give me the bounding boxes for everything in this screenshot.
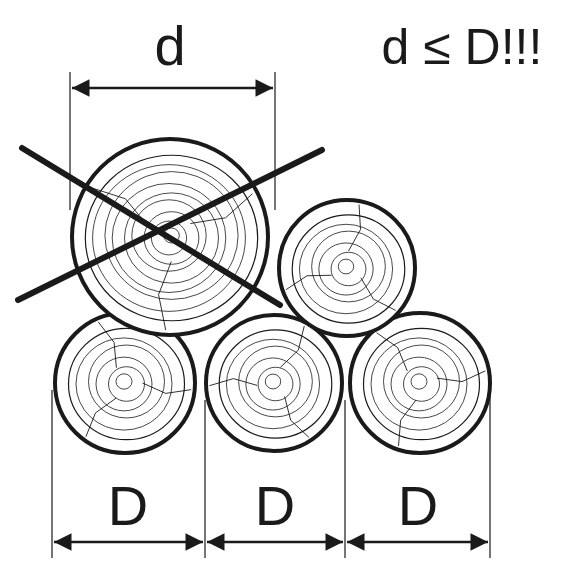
dimension-label: D bbox=[398, 478, 438, 534]
log-end bbox=[350, 313, 490, 453]
dimension-label: d bbox=[154, 18, 185, 74]
log-end bbox=[206, 315, 342, 451]
dimension-label: D bbox=[108, 478, 148, 534]
dimension-label: D bbox=[255, 478, 295, 534]
cross-out-mark bbox=[18, 148, 322, 305]
rule-note: d ≤ D!!! bbox=[382, 22, 543, 72]
dimension-lines bbox=[52, 72, 490, 558]
log-end bbox=[279, 200, 415, 336]
